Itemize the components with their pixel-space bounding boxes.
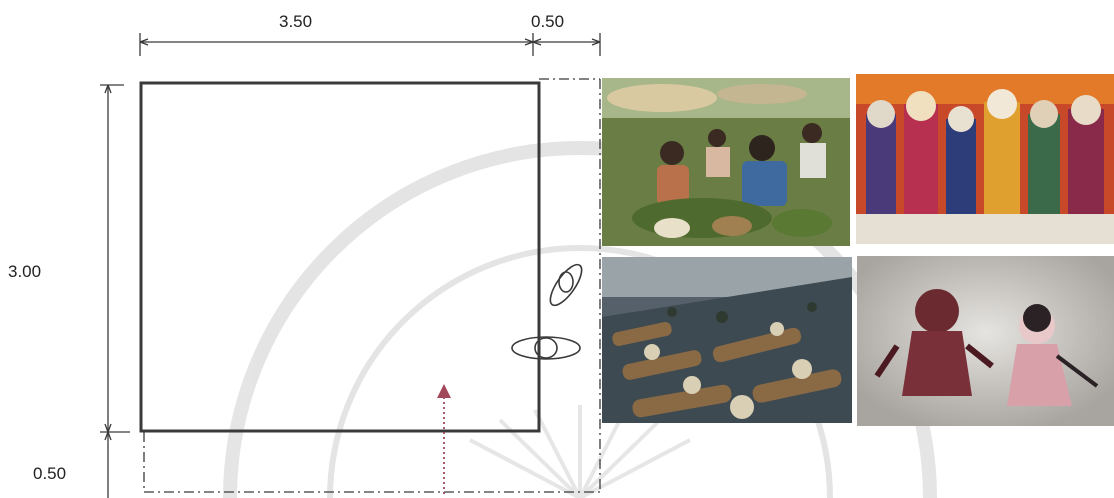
extension-outline [143,78,601,493]
dimension-width-side: 0.50 [531,12,565,31]
insert-arrow-icon [437,384,451,494]
left-dimension-line [100,84,130,498]
watermark-rays [469,405,691,498]
photo-masked-festival [856,74,1114,244]
hinge-icon [511,263,583,360]
dimension-width-main: 3.50 [279,12,313,31]
dimension-height-main: 3.00 [8,262,42,281]
photo-floating-market [602,257,852,423]
photo-market-scene [602,78,850,246]
photo-shadow-puppets [857,256,1114,426]
dimension-height-bottom: 0.50 [33,464,67,483]
top-dimension-line [139,33,601,56]
main-panel-outline [139,81,541,433]
